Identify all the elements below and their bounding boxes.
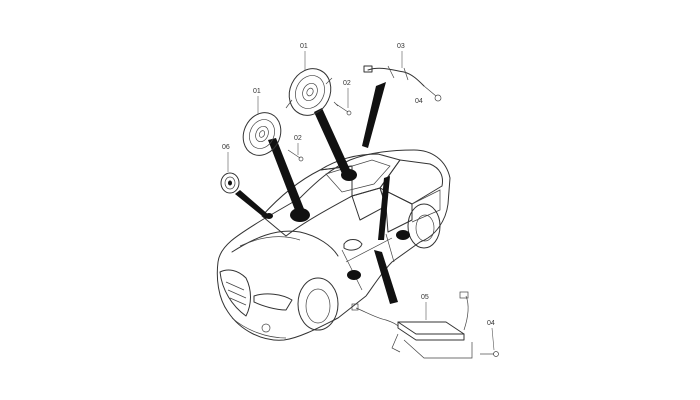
indicator-wedges xyxy=(235,82,398,304)
screw-rear xyxy=(333,101,352,116)
tweeter xyxy=(220,172,240,194)
callout-antenna-cable: 03 xyxy=(397,43,405,50)
amplifier xyxy=(351,291,473,359)
speaker-front-door xyxy=(242,112,282,156)
front-door-lower-speaker-location xyxy=(347,270,361,280)
callout-bolt-upper: 04 xyxy=(415,98,423,105)
bolt-lower xyxy=(480,351,499,357)
callout-labels: 01 01 02 02 03 04 05 04 06 xyxy=(222,43,495,327)
callout-tweeter: 06 xyxy=(222,144,230,151)
wedge-front-speaker xyxy=(268,138,306,218)
callout-bolt-lower: 04 xyxy=(487,320,495,327)
speaker-rear-shelf xyxy=(285,68,333,116)
wedge-tweeter xyxy=(235,190,270,219)
callout-speaker-rear: 01 xyxy=(300,43,308,50)
wedge-rear-speaker xyxy=(314,108,352,178)
wedge-rear-door xyxy=(378,176,390,240)
callout-speaker-front: 01 xyxy=(253,88,261,95)
antenna-cable xyxy=(363,65,442,102)
callout-amplifier: 05 xyxy=(421,294,429,301)
wedge-antenna xyxy=(362,82,386,148)
screw-front xyxy=(287,149,304,162)
car-body xyxy=(216,149,451,341)
callout-screw-rear: 02 xyxy=(343,80,351,87)
wedge-amplifier xyxy=(374,250,398,304)
rear-door-speaker-location xyxy=(396,230,410,240)
leader-lines xyxy=(227,51,495,351)
callout-screw-front: 02 xyxy=(294,135,302,142)
